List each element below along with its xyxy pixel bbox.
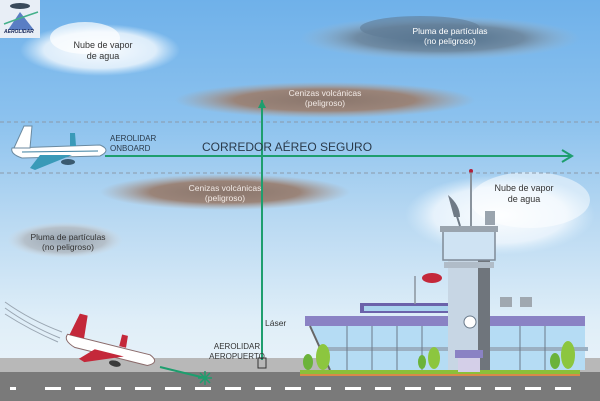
wake-trails [4, 301, 63, 343]
logo-text: AEROLIDAR [4, 29, 34, 35]
particle-plume-left-label: Pluma de partículas (no peligroso) [18, 232, 118, 252]
arrow-head-icon [561, 149, 574, 163]
onboard-airplane-icon [11, 125, 107, 170]
lidar-device-icon [257, 357, 267, 369]
trees [303, 341, 575, 370]
ash-cloud-upper-label: Cenizas volcánicas (peligroso) [270, 88, 380, 108]
particle-plume-top-right-line2: (no peligroso) [424, 36, 476, 47]
ash-cloud-upper-line1: Cenizas volcánicas [288, 88, 362, 98]
airport-lidar-line1: AEROLIDAR [213, 342, 261, 351]
corridor-label: CORREDOR AÉREO SEGURO [202, 140, 373, 154]
vapor-cloud-top-left-line1: Nube de vapor [73, 40, 133, 50]
airport-lidar-line2: AEROPUERTO [209, 351, 265, 361]
ash-cloud-lower-line2: (peligroso) [204, 193, 246, 204]
ash-cloud-lower-label: Cenizas volcánicas (peligroso) [170, 183, 280, 203]
particle-plume-left [7, 222, 123, 258]
particle-plume-top-right [300, 16, 580, 60]
vapor-cloud-right-line2: de agua [507, 193, 541, 204]
particle-plume-top-right-label: Pluma de partículas (no peligroso) [395, 26, 505, 46]
ash-cloud-lower-line1: Cenizas volcánicas [188, 183, 262, 193]
vapor-cloud-top-left [20, 22, 180, 76]
airport-lidar-label: AEROLIDAR AEROPUERTO [206, 342, 268, 361]
laser-label: Láser [265, 318, 287, 328]
particle-plume-left-line1: Pluma de partículas [30, 232, 106, 242]
control-tower [414, 169, 532, 372]
ash-cloud-upper-line2: (peligroso) [304, 98, 346, 109]
vapor-cloud-top-left-label: Nube de vapor de agua [58, 40, 148, 62]
aerolidar-logo [0, 0, 40, 38]
ash-cloud-upper [175, 82, 475, 118]
onboard-line1: AEROLIDAR [110, 134, 157, 143]
runway-markings [10, 387, 571, 390]
onboard-label: AEROLIDAR ONBOARD [110, 134, 160, 153]
laser-impact-icon [198, 371, 212, 385]
ash-cloud-lower [100, 174, 350, 210]
vapor-cloud-right-line1: Nube de vapor [494, 183, 554, 193]
landing-airplane-icon [65, 313, 156, 367]
vapor-cloud-top-left-line2: de agua [86, 50, 120, 61]
particle-plume-left-line2: (no peligroso) [42, 242, 94, 253]
onboard-line2: ONBOARD [110, 143, 151, 153]
vapor-cloud-right-label: Nube de vapor de agua [484, 183, 564, 205]
particle-plume-top-right-line1: Pluma de partículas [412, 26, 488, 36]
terminal-building [300, 303, 588, 376]
